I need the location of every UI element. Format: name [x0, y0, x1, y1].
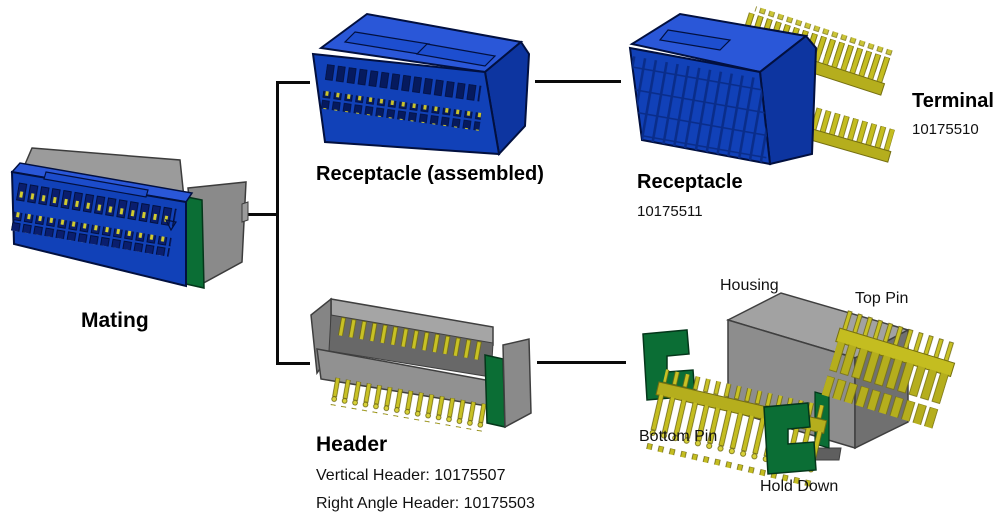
mating-label: Mating [81, 309, 149, 332]
link-mating-to-branch [246, 213, 278, 216]
link-header-to-exploded [537, 361, 626, 364]
receptacle-part-number: 10175511 [637, 203, 703, 220]
mating-connector-illustration [10, 147, 249, 289]
bottom-pin-label: Bottom Pin [639, 428, 718, 445]
header-green-plate [484, 354, 506, 428]
receptacle-assembled-illustration [311, 12, 531, 157]
receptacle-exploded-illustration [628, 6, 895, 166]
receptacle-label: Receptacle [637, 171, 743, 193]
housing-label: Housing [720, 277, 779, 294]
header-label: Header [316, 433, 388, 456]
header-illustration [310, 297, 532, 433]
receptacle-latch-bar [415, 43, 497, 67]
hold-down-label: Hold Down [760, 478, 839, 495]
header-vertical-part-number: Vertical Header: 10175507 [316, 467, 506, 484]
terminal-label: Terminal [912, 90, 994, 112]
terminal-part-number: 10175510 [912, 121, 979, 138]
header-right-angle-part-number: Right Angle Header: 10175503 [316, 495, 535, 512]
mating-latch-bar [43, 171, 149, 198]
link-receptacle-assembled-to-exploded [535, 80, 621, 83]
branch-vertical-line [276, 81, 279, 365]
branch-bottom-stub [276, 362, 310, 365]
top-pin-strip [821, 308, 959, 429]
top-pin-label: Top Pin [855, 290, 909, 307]
receptacle-exploded-latch-bar [658, 29, 732, 51]
header-end-block [502, 338, 532, 429]
branch-top-stub [276, 81, 310, 84]
receptacle-assembled-label: Receptacle (assembled) [316, 163, 544, 185]
hold-down-clip-front [763, 402, 817, 475]
header-exploded-illustration [642, 292, 959, 487]
